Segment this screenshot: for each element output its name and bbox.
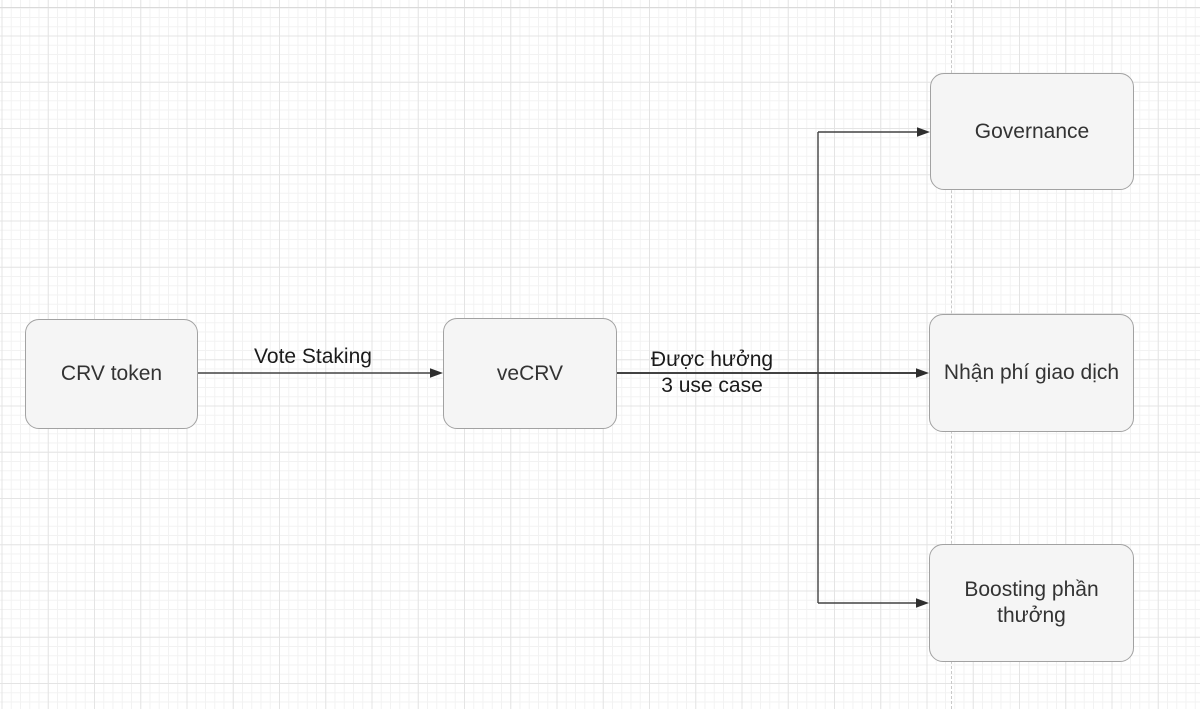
node-boosting-phan-thuong-label-line1: Boosting phần	[964, 578, 1099, 601]
edge-label-duoc-huong-line2: 3 use case	[661, 374, 763, 397]
node-nhan-phi-giao-dich-label: Nhận phí giao dịch	[943, 361, 1120, 384]
node-crv-token-label: CRV token	[60, 362, 163, 385]
node-vecrv[interactable]: veCRV	[443, 318, 617, 429]
arrowhead-vecrv	[430, 368, 443, 378]
node-governance-label: Governance	[974, 119, 1090, 143]
node-governance[interactable]: Governance	[930, 73, 1134, 190]
arrowhead-fee	[916, 368, 929, 378]
node-boosting-phan-thuong[interactable]: Boosting phần thưởng	[929, 544, 1134, 662]
edge-label-vote-staking[interactable]: Vote Staking	[254, 345, 372, 368]
arrowhead-governance	[917, 127, 930, 137]
edge-label-duoc-huong-3-use-case[interactable]: Được hưởng 3 use case	[651, 347, 773, 399]
arrowhead-boosting	[916, 598, 929, 608]
node-vecrv-label: veCRV	[496, 361, 564, 385]
edge-label-duoc-huong-line1: Được hưởng	[650, 348, 774, 371]
node-boosting-phan-thuong-label-line2: thưởng	[997, 604, 1066, 627]
node-crv-token[interactable]: CRV token	[25, 319, 198, 429]
node-nhan-phi-giao-dich[interactable]: Nhận phí giao dịch	[929, 314, 1134, 432]
page-boundary-horizontal	[0, 7, 1200, 8]
